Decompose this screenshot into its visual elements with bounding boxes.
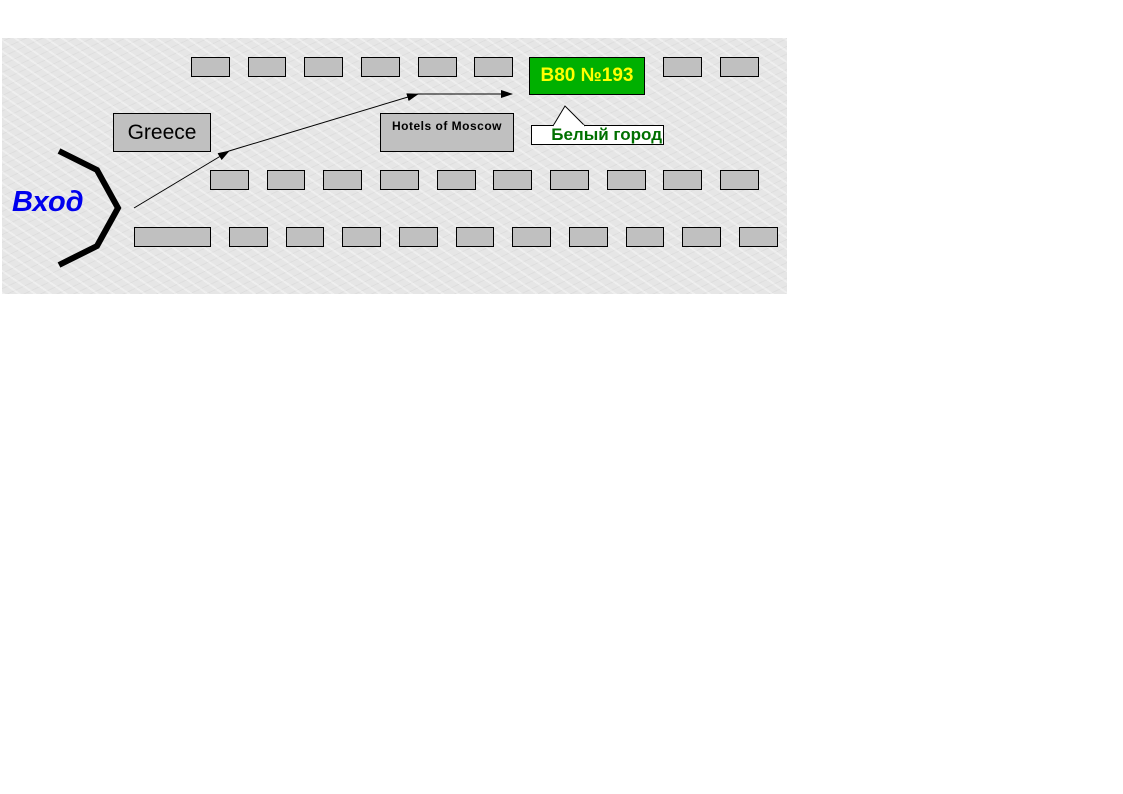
top-row-booth-2[interactable] xyxy=(248,57,286,77)
route-arrow-1 xyxy=(133,150,230,209)
top-row-booth-4[interactable] xyxy=(361,57,400,77)
entrance-bracket xyxy=(57,148,122,268)
hotels-of-moscow-booth[interactable]: Hotels of Moscow xyxy=(380,113,514,152)
top-row-booth-3[interactable] xyxy=(304,57,343,77)
middle-row-booth-5[interactable] xyxy=(437,170,476,190)
greece-booth[interactable]: Greece xyxy=(113,113,211,152)
bottom-row-booth-11[interactable] xyxy=(739,227,778,247)
middle-row-booth-3[interactable] xyxy=(323,170,362,190)
floor-plan-background xyxy=(2,38,787,294)
bottom-row-booth-5[interactable] xyxy=(399,227,438,247)
top-row-booth-5[interactable] xyxy=(418,57,457,77)
middle-row-booth-8[interactable] xyxy=(607,170,646,190)
bottom-row-booth-9[interactable] xyxy=(626,227,664,247)
bottom-row-booth-10[interactable] xyxy=(682,227,721,247)
top-row-booth-1[interactable] xyxy=(191,57,230,77)
target-booth[interactable]: B80 №193 xyxy=(529,57,645,95)
entrance-label: Вход xyxy=(12,186,84,218)
route-arrow-2 xyxy=(228,93,419,152)
callout-label: Белый город xyxy=(531,125,664,145)
middle-row-booth-10[interactable] xyxy=(720,170,759,190)
top-row-booth-7[interactable] xyxy=(663,57,702,77)
top-row-booth-8[interactable] xyxy=(720,57,759,77)
bottom-row-booth-6[interactable] xyxy=(456,227,494,247)
bottom-row-booth-3[interactable] xyxy=(286,227,324,247)
middle-row-booth-2[interactable] xyxy=(267,170,305,190)
middle-row-booth-9[interactable] xyxy=(663,170,702,190)
middle-row-booth-4[interactable] xyxy=(380,170,419,190)
middle-row-booth-1[interactable] xyxy=(210,170,249,190)
bottom-row-booth-2[interactable] xyxy=(229,227,268,247)
top-row-booth-6[interactable] xyxy=(474,57,513,77)
bottom-row-booth-4[interactable] xyxy=(342,227,381,247)
middle-row-booth-7[interactable] xyxy=(550,170,589,190)
bottom-row-booth-8[interactable] xyxy=(569,227,608,247)
bottom-row-booth-7[interactable] xyxy=(512,227,551,247)
bottom-row-booth-1[interactable] xyxy=(134,227,211,247)
middle-row-booth-6[interactable] xyxy=(493,170,532,190)
